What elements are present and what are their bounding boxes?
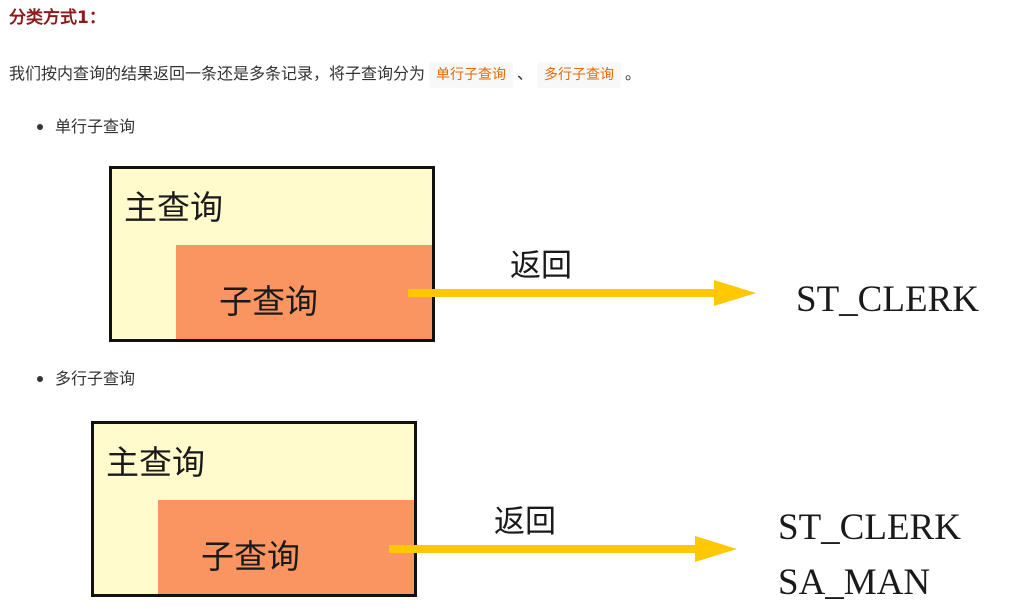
subquery-label: 子查询 [201, 537, 300, 576]
subquery-box: 子查询 [176, 245, 432, 339]
bullet-item-single-row: 单行子查询 [37, 115, 135, 139]
subquery-label: 子查询 [219, 282, 318, 321]
intro-prefix: 我们按内查询的结果返回一条还是多条记录，将子查询分为 [9, 64, 426, 83]
section-heading: 分类方式1： [9, 8, 106, 28]
main-query-box: 主查询 子查询 [91, 421, 417, 597]
main-query-box: 主查询 子查询 [109, 166, 435, 342]
bullet-dot-icon [37, 123, 43, 130]
inline-code-single-row: 单行子查询 [429, 62, 514, 88]
subquery-box: 子查询 [158, 500, 414, 594]
intro-separator: 、 [517, 64, 534, 83]
main-query-label: 主查询 [124, 188, 223, 227]
bullet-label: 多行子查询 [55, 369, 136, 388]
intro-paragraph: 我们按内查询的结果返回一条还是多条记录，将子查询分为单行子查询、多行子查询。 [9, 60, 641, 88]
result-value: ST_CLERK [778, 507, 961, 548]
inline-code-multi-row: 多行子查询 [537, 62, 622, 88]
bullet-dot-icon [37, 375, 43, 382]
bullet-label: 单行子查询 [55, 117, 136, 136]
return-arrow-shaft [389, 545, 699, 553]
result-value: SA_MAN [778, 562, 931, 603]
result-value: ST_CLERK [796, 279, 979, 320]
return-label: 返回 [494, 504, 556, 540]
intro-suffix: 。 [625, 64, 642, 83]
arrow-head-icon [695, 536, 737, 562]
return-arrow-shaft [408, 289, 718, 297]
return-label: 返回 [510, 248, 572, 284]
main-query-label: 主查询 [106, 443, 205, 482]
arrow-head-icon [714, 280, 756, 306]
bullet-item-multi-row: 多行子查询 [37, 367, 135, 391]
